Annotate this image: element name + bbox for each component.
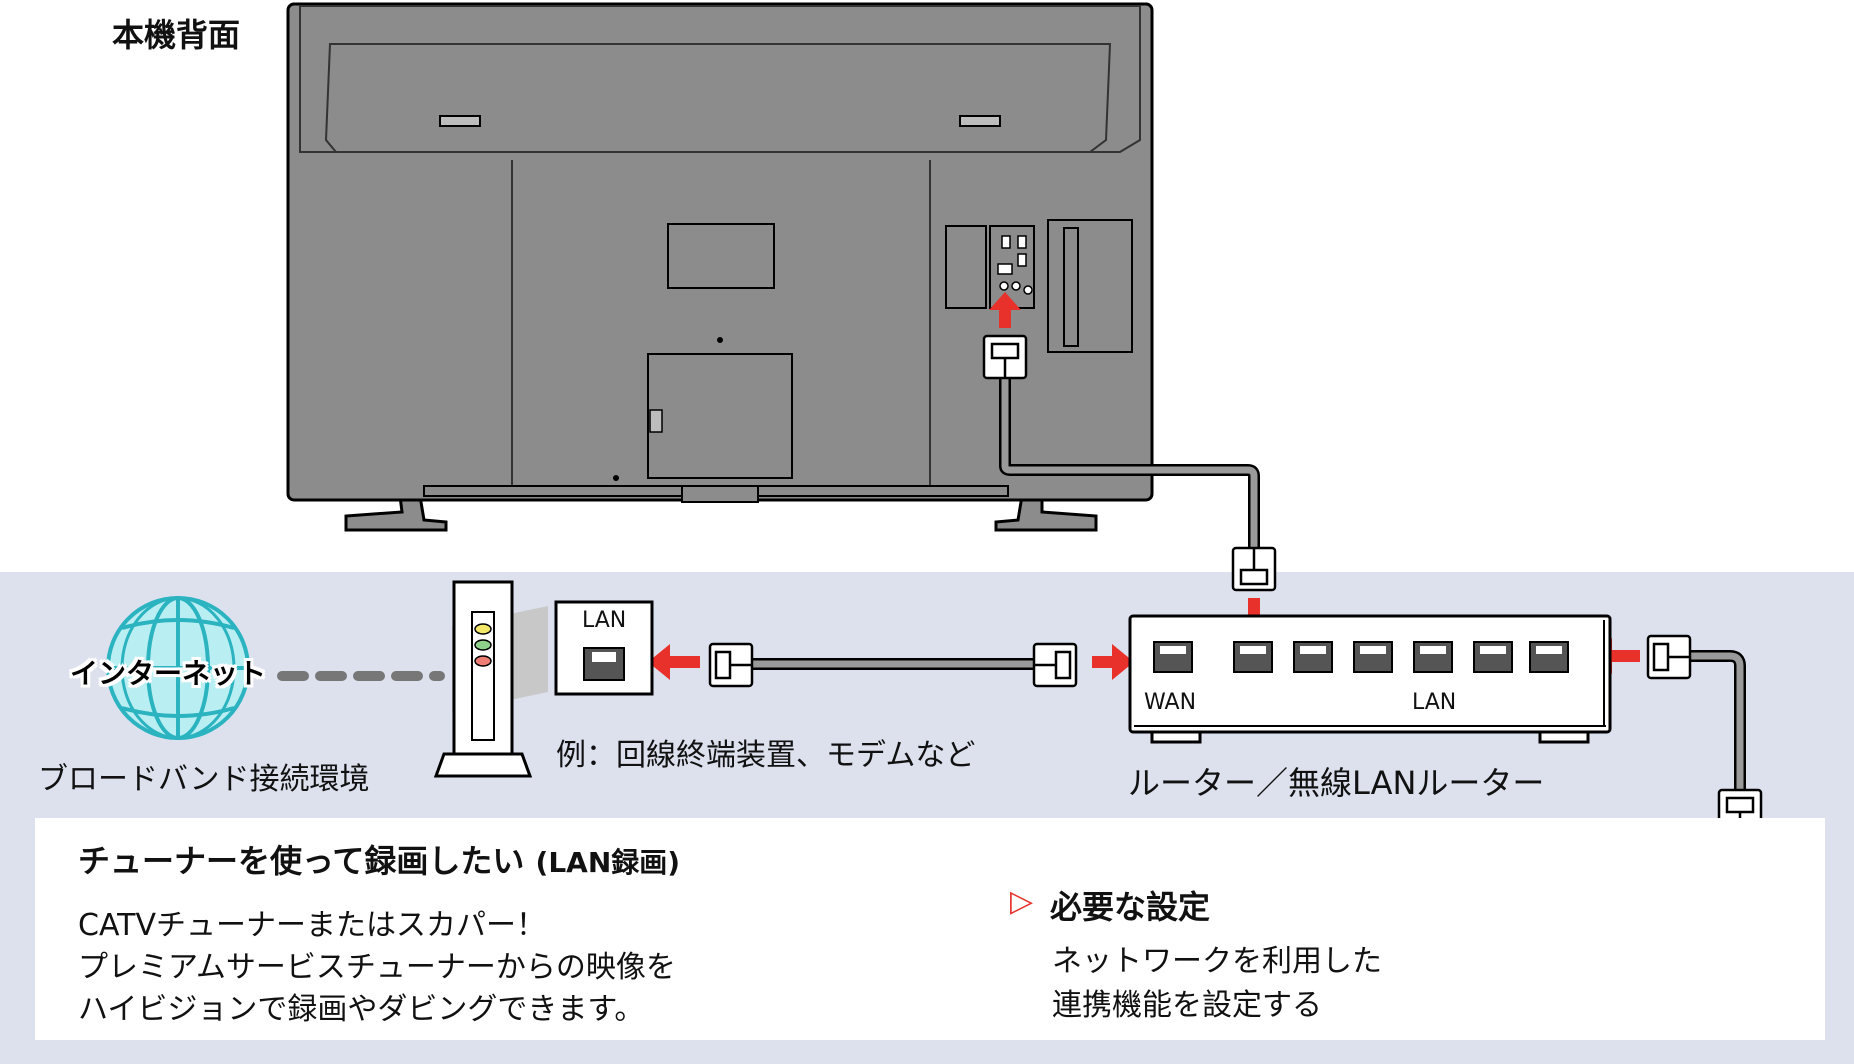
info-panel: [35, 818, 1825, 1040]
router-illustration: [1128, 614, 1612, 744]
modem-led-green: [474, 639, 492, 651]
router-lan-label: LAN: [1412, 690, 1457, 715]
broadband-label: ブロードバンド接続環境: [38, 762, 370, 797]
info-body-line-1: CATVチューナーまたはスカパー！: [78, 908, 546, 943]
info-title: チューナーを使って録画したい (LAN録画): [78, 836, 680, 882]
internet-label: インターネット: [70, 657, 267, 690]
settings-title: 必要な設定: [1050, 888, 1211, 926]
modem-port-label: LAN: [582, 608, 627, 633]
settings-body-line-1: ネットワークを利用した: [1052, 944, 1382, 979]
settings-marker-icon: ▷: [1010, 884, 1034, 919]
plug-router-side: [1032, 642, 1078, 688]
lan-cables: [277, 369, 1746, 796]
tv-rear-illustration: [286, 2, 1154, 532]
tv-stand-left: [344, 494, 448, 532]
internet-globe-icon: [106, 596, 250, 740]
plug-tv: [982, 334, 1028, 380]
info-body-line-3: ハイビジョンで録画やダビングできます。: [78, 992, 645, 1027]
info-title-sub: (LAN録画): [535, 846, 681, 879]
tv-rear-label: 本機背面: [112, 16, 241, 54]
modem-illustration: [433, 580, 654, 778]
router-wan-label: WAN: [1144, 690, 1197, 715]
modem-led-yellow: [474, 623, 492, 635]
settings-body-line-2: 連携機能を設定する: [1052, 988, 1322, 1023]
arrow-modem: [648, 644, 700, 680]
modem-led-red: [474, 655, 492, 667]
arrow-router: [1092, 644, 1134, 680]
plug-modem-side: [708, 642, 754, 688]
router-label: ルーター／無線LANルーター: [1128, 764, 1545, 802]
info-body-line-2: プレミアムサービスチューナーからの映像を: [78, 950, 676, 985]
arrow-tv: [989, 292, 1021, 328]
modem-example-label: 例：回線終端装置、モデムなど: [556, 738, 976, 773]
plug-router-lan: [1646, 634, 1692, 680]
plug-router-wan: [1231, 546, 1277, 592]
info-title-main: チューナーを使って録画したい: [78, 842, 525, 880]
